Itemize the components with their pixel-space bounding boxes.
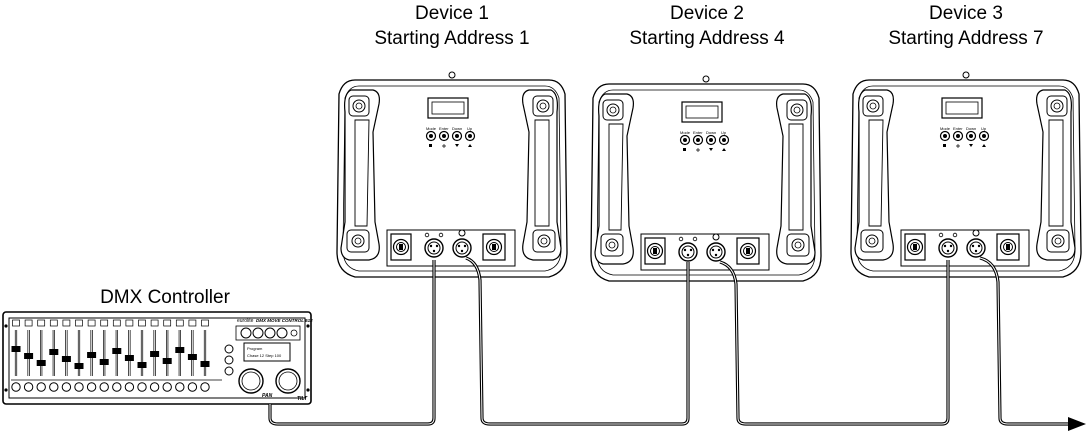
fader-knob[interactable] <box>61 356 71 362</box>
fader-label-box <box>188 319 197 327</box>
fader-label-box <box>24 319 33 327</box>
channel-button[interactable] <box>112 382 122 392</box>
device-1-address: Starting Address 1 <box>374 28 530 49</box>
fader-knob[interactable] <box>200 361 210 367</box>
device-3-up-text: Up <box>981 126 987 131</box>
device-3-down-text: Down <box>966 126 976 131</box>
channel-button[interactable] <box>49 382 59 392</box>
fader-knob[interactable] <box>112 348 122 354</box>
fader-knob[interactable] <box>124 355 134 361</box>
controller-lcd-line2: Chase 12 Step 100 <box>247 353 282 358</box>
fader-label-box <box>150 319 159 327</box>
device-3-mode-text: Mode <box>940 126 951 131</box>
fader-knob[interactable] <box>150 351 160 357</box>
fader-knob[interactable] <box>49 349 59 355</box>
device-2-down-text: Down <box>706 130 716 135</box>
channel-button[interactable] <box>149 382 160 392</box>
device-1: Mode Enter Down Up <box>336 71 568 278</box>
channel-button[interactable] <box>200 382 210 392</box>
device-3-title: Device 3 <box>929 3 1003 24</box>
fader-knob[interactable] <box>87 352 97 358</box>
channel-button[interactable] <box>124 382 135 392</box>
fader-knob[interactable] <box>99 359 109 365</box>
channel-button[interactable] <box>11 382 21 392</box>
channel-button[interactable] <box>187 382 198 392</box>
fader-label-box <box>175 319 184 327</box>
controller-lcd-line1: Program <box>247 346 263 351</box>
dmx-cables <box>268 256 1070 426</box>
fader-label-box <box>37 319 46 327</box>
device-2-label: Device 2 Starting Address 4 <box>606 1 808 51</box>
fader-label-box <box>138 319 146 327</box>
channel-button[interactable] <box>86 382 97 392</box>
device-2-title: Device 2 <box>670 3 744 24</box>
device-2-up-text: Up <box>721 130 727 135</box>
device-1-up-text: Up <box>467 126 473 131</box>
fader-knob[interactable] <box>74 363 84 369</box>
fader-knob[interactable] <box>24 353 34 359</box>
fader-label-box <box>49 319 58 327</box>
fader-knob[interactable] <box>36 360 46 366</box>
device-2-address: Starting Address 4 <box>629 28 785 49</box>
channel-button[interactable] <box>137 382 147 392</box>
fader-knob[interactable] <box>11 346 21 352</box>
device-3-label: Device 3 Starting Address 7 <box>865 1 1067 51</box>
device-3-address: Starting Address 7 <box>888 28 1044 49</box>
cable-device-3-out <box>979 256 1070 426</box>
fader-label-box <box>100 319 109 327</box>
channel-button[interactable] <box>36 382 46 392</box>
fader-bank <box>11 319 210 376</box>
fader-knob[interactable] <box>162 358 172 364</box>
device-3: Mode Enter Down Up <box>850 71 1082 278</box>
fader-label-box <box>112 319 121 327</box>
button-row <box>11 379 222 392</box>
device-2-enter-text: Enter <box>693 130 703 135</box>
dmx-controller: eurolite DMX MOVE CONTROL 512 Program Ch… <box>2 311 313 405</box>
fader-knob[interactable] <box>187 354 197 360</box>
fader-label-box <box>163 319 172 327</box>
device-2-mode-text: Mode <box>680 130 691 135</box>
channel-button[interactable] <box>175 382 185 392</box>
fader-label-box <box>62 319 71 327</box>
controller-brand: eurolite <box>237 318 254 324</box>
controller-title: DMX Controller <box>100 287 230 308</box>
fader-label-box <box>201 319 209 327</box>
knob-tilt-label: TILT <box>297 396 308 402</box>
fader-label-box <box>75 319 83 327</box>
fader-knob[interactable] <box>175 347 185 353</box>
controller-label: DMX Controller <box>60 285 270 310</box>
channel-button[interactable] <box>61 382 72 392</box>
cable-device-2-to-device-3 <box>719 260 950 426</box>
channel-button[interactable] <box>23 382 34 392</box>
device-1-label: Device 1 Starting Address 1 <box>351 1 553 51</box>
channel-button[interactable] <box>99 382 109 392</box>
device-1-down-text: Down <box>452 126 462 131</box>
fader-label-box <box>87 319 96 327</box>
device-3-enter-text: Enter <box>953 126 963 131</box>
fader-label-box <box>12 319 20 327</box>
device-2: Mode Enter Down Up <box>590 75 822 282</box>
channel-button[interactable] <box>162 382 172 392</box>
controller-model: DMX MOVE CONTROL 512 <box>256 318 313 323</box>
device-1-title: Device 1 <box>415 3 489 24</box>
arrow-head-icon <box>1068 417 1086 431</box>
device-1-mode-text: Mode <box>426 126 437 131</box>
fader-label-box <box>125 319 134 327</box>
device-1-enter-text: Enter <box>439 126 449 131</box>
knob-pan-label: PAN <box>262 393 273 399</box>
cable-device-1-to-device-2 <box>465 256 690 426</box>
fader-knob[interactable] <box>137 362 147 368</box>
channel-button[interactable] <box>74 382 84 392</box>
